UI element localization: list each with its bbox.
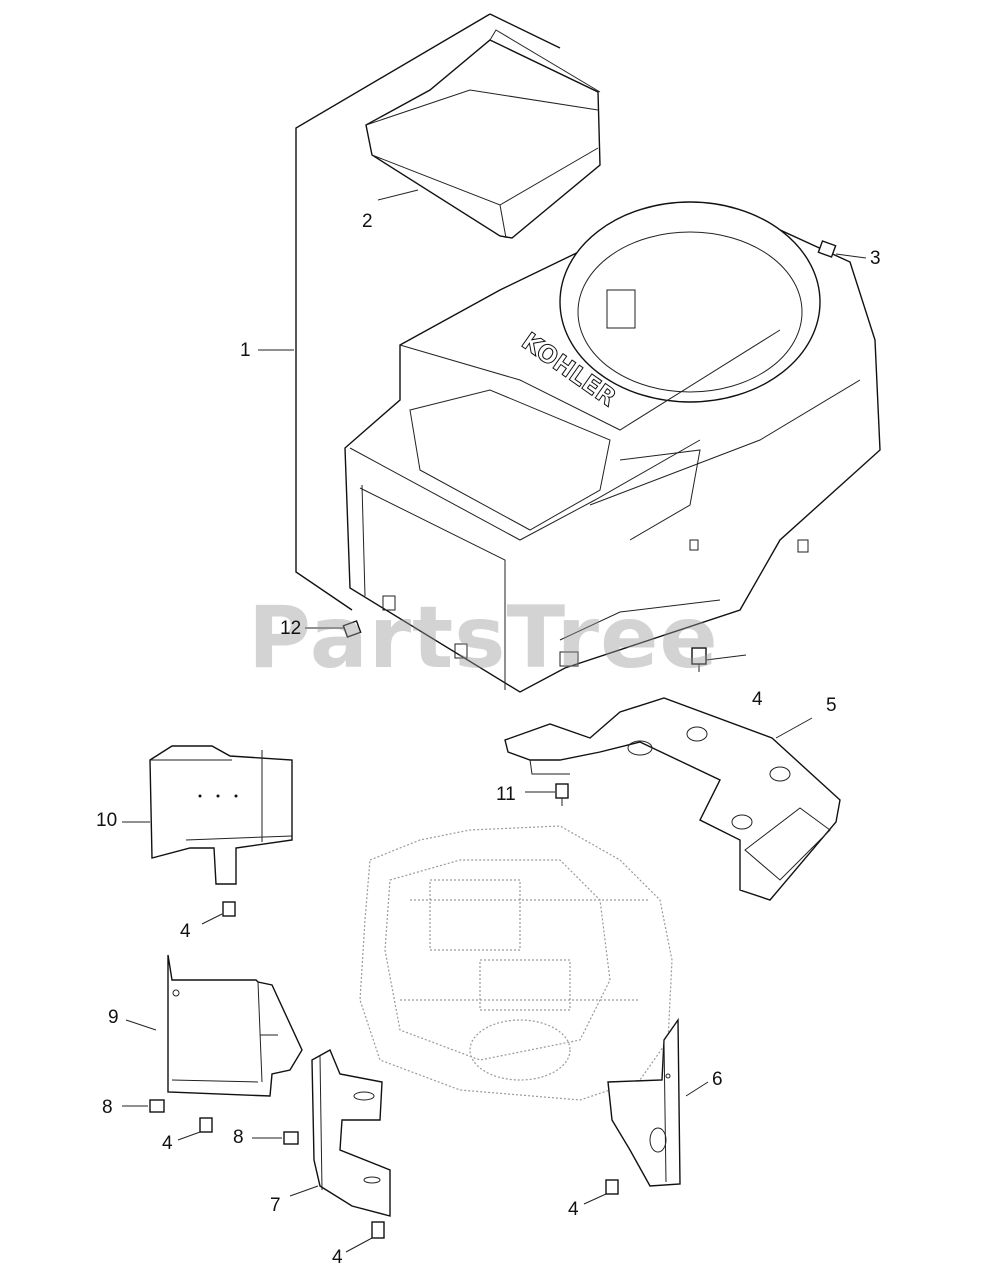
screw-below-part-10 [201,901,236,925]
screw-part-4-bottom [345,1221,385,1253]
screw-part-8-center [252,1131,299,1145]
callout-3: 3 [870,248,881,269]
callout-4-right: 4 [568,1199,579,1220]
callout-11: 11 [496,784,516,805]
callout-2: 2 [362,211,373,232]
callout-8-center: 8 [233,1127,244,1148]
screw-part-4-right [583,1179,619,1205]
baffle-part-7 [289,1049,391,1217]
baffle-part-10 [122,745,293,885]
callout-12: 12 [280,618,302,639]
callout-7: 7 [270,1195,281,1216]
callout-4-left: 4 [162,1133,173,1154]
screw-housing-lower [691,647,747,672]
baffle-part-9 [125,954,303,1097]
callout-1: 1 [240,340,251,361]
blower-housing-part-1 [344,201,881,693]
screw-part-11 [525,783,569,806]
callout-9: 9 [108,1007,119,1028]
assembly-bracket-1 [258,13,561,611]
watermark-text: PartsTree [248,588,719,688]
callout-10: 10 [96,810,118,831]
top-cover-part-2 [365,29,601,239]
screw-part-4-left [177,1117,213,1141]
engine-outline-ghost [359,825,673,1101]
callout-8-left: 8 [102,1097,113,1118]
baffle-part-6 [607,1017,709,1187]
screw-part-3 [817,240,867,259]
baffle-plate-part-5 [504,697,841,901]
callout-4-bottom: 4 [332,1247,343,1268]
screw-part-12 [305,620,362,638]
callout-6: 6 [712,1069,723,1090]
callout-5: 5 [826,695,837,716]
screw-part-8-left [122,1099,165,1113]
callout-4-part-10: 4 [180,921,191,942]
callout-4-housing: 4 [752,689,763,710]
